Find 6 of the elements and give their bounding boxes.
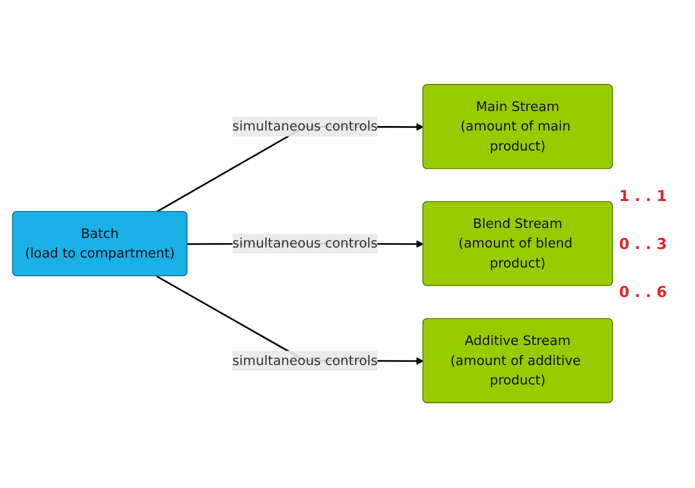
multiplicity-label: 0 . . 3 <box>619 235 668 253</box>
multiplicity-label: 1 . . 1 <box>619 187 668 205</box>
multiplicity-label: 0 . . 6 <box>619 283 668 301</box>
edge-label: simultaneous controls <box>232 118 378 134</box>
edge-label: simultaneous controls <box>232 236 378 252</box>
edge-label: simultaneous controls <box>232 352 378 368</box>
